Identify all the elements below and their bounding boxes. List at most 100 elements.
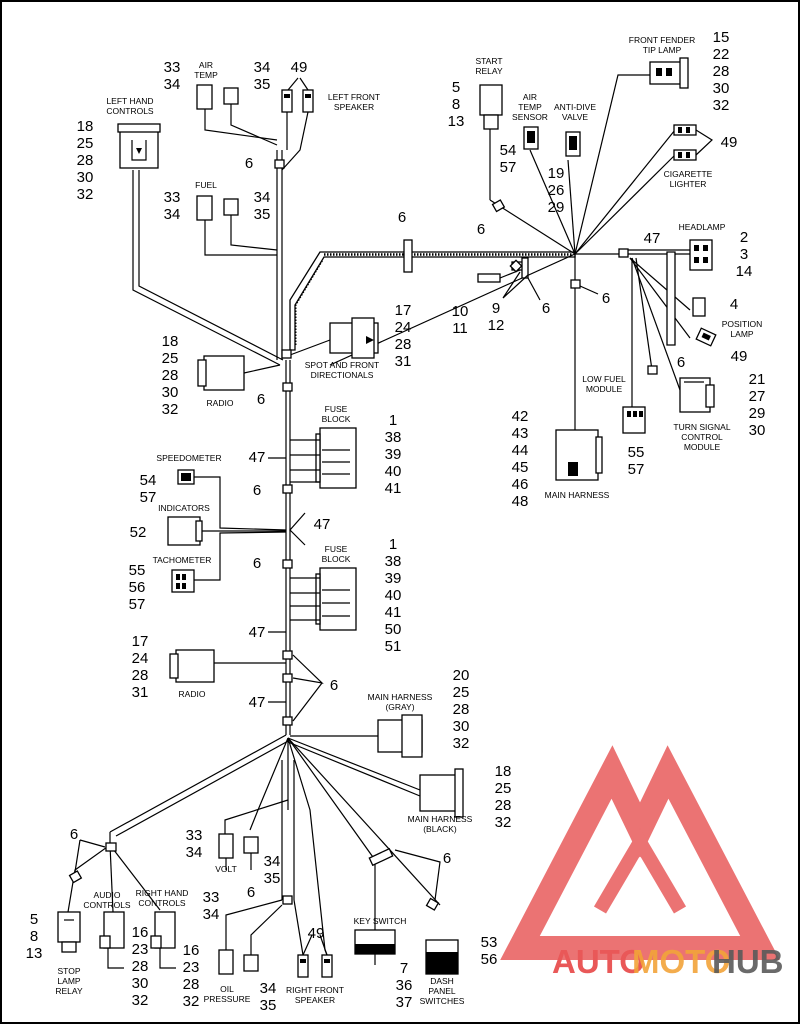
tachometer-connector bbox=[171, 531, 287, 593]
trunk-ties bbox=[281, 349, 293, 726]
radio-upper-label: RADIO bbox=[207, 398, 234, 408]
speedometer-label: SPEEDOMETER bbox=[156, 453, 221, 463]
indicators-connector bbox=[167, 516, 286, 546]
callout-tie-headlamp: 6 bbox=[677, 354, 685, 371]
fuel-label: FUEL bbox=[195, 180, 217, 190]
main-harness-black-connector bbox=[419, 768, 464, 818]
right-hand-controls-connector bbox=[150, 911, 176, 969]
anti-dive-valve bbox=[565, 131, 581, 157]
callout-tie-fuse1: 6 bbox=[253, 482, 261, 499]
fuse-block-1 bbox=[290, 427, 357, 489]
leader-line bbox=[527, 277, 541, 301]
main-trunk bbox=[132, 74, 691, 735]
watermark-logo: AUTO bbox=[500, 745, 780, 980]
watermark-moto: MOTO bbox=[632, 943, 730, 980]
key-switch-connector bbox=[354, 929, 396, 965]
watermark-auto: AUTO bbox=[552, 943, 645, 980]
front-fender-tip-lamp-connector bbox=[649, 57, 689, 89]
callout-tie-start: 6 bbox=[477, 221, 485, 238]
low-fuel-module bbox=[622, 406, 646, 434]
callout-tie-oil: 6 bbox=[247, 884, 255, 901]
callout-fuse1-wire: 47 bbox=[249, 449, 266, 466]
start-relay bbox=[479, 84, 506, 213]
indicators-label: INDICATORS bbox=[158, 503, 210, 513]
stop-lamp-relay bbox=[57, 911, 81, 953]
callout-lower-wire: 47 bbox=[249, 694, 266, 711]
callout-position-lamp-a: 4 bbox=[730, 296, 738, 313]
position-lamp-connectors bbox=[692, 297, 717, 347]
volt-label: VOLT bbox=[215, 864, 237, 874]
tie-strap bbox=[403, 239, 413, 273]
main-harness-label: MAIN HARNESS bbox=[545, 490, 610, 500]
callout-right-speaker: 49 bbox=[308, 925, 325, 942]
leader-line bbox=[502, 271, 529, 299]
key-switch-label: KEY SWITCH bbox=[354, 916, 407, 926]
spot-front-directionals-connector bbox=[289, 317, 379, 359]
callout-tie-stop: 6 bbox=[70, 826, 78, 843]
tie-strap bbox=[425, 897, 440, 911]
turn-signal-control-module bbox=[679, 377, 715, 413]
leader-line bbox=[579, 285, 599, 295]
tie-strap bbox=[274, 159, 285, 169]
lower-branch-fan bbox=[67, 734, 441, 951]
air-temp-sensor bbox=[523, 126, 539, 150]
callout-tie-key-dash: 6 bbox=[443, 850, 451, 867]
callout-gauge-wire: 47 bbox=[314, 516, 331, 533]
callout-ties-lower: 6 bbox=[330, 677, 338, 694]
speedometer-connector bbox=[177, 469, 287, 531]
callout-tie-right: 6 bbox=[602, 290, 610, 307]
callout-tie-radio: 6 bbox=[257, 391, 265, 408]
main-harness-gray-label: MAIN HARNESS(GRAY) bbox=[368, 692, 433, 712]
breather-fitting bbox=[477, 257, 529, 283]
leader-line bbox=[292, 654, 324, 722]
main-harness-black-label: MAIN HARNESS(BLACK) bbox=[408, 814, 473, 834]
callout-tie-mid-top: 6 bbox=[398, 209, 406, 226]
tachometer-label: TACHOMETER bbox=[153, 555, 212, 565]
right-front-speaker-connectors bbox=[293, 899, 333, 978]
tie-strap bbox=[368, 847, 394, 867]
main-harness-gray-connector bbox=[290, 714, 423, 758]
left-hand-controls-connector bbox=[117, 123, 161, 169]
watermark-hub: HUB bbox=[712, 943, 784, 980]
tie-strap bbox=[570, 279, 581, 289]
leader-line bbox=[394, 849, 441, 901]
